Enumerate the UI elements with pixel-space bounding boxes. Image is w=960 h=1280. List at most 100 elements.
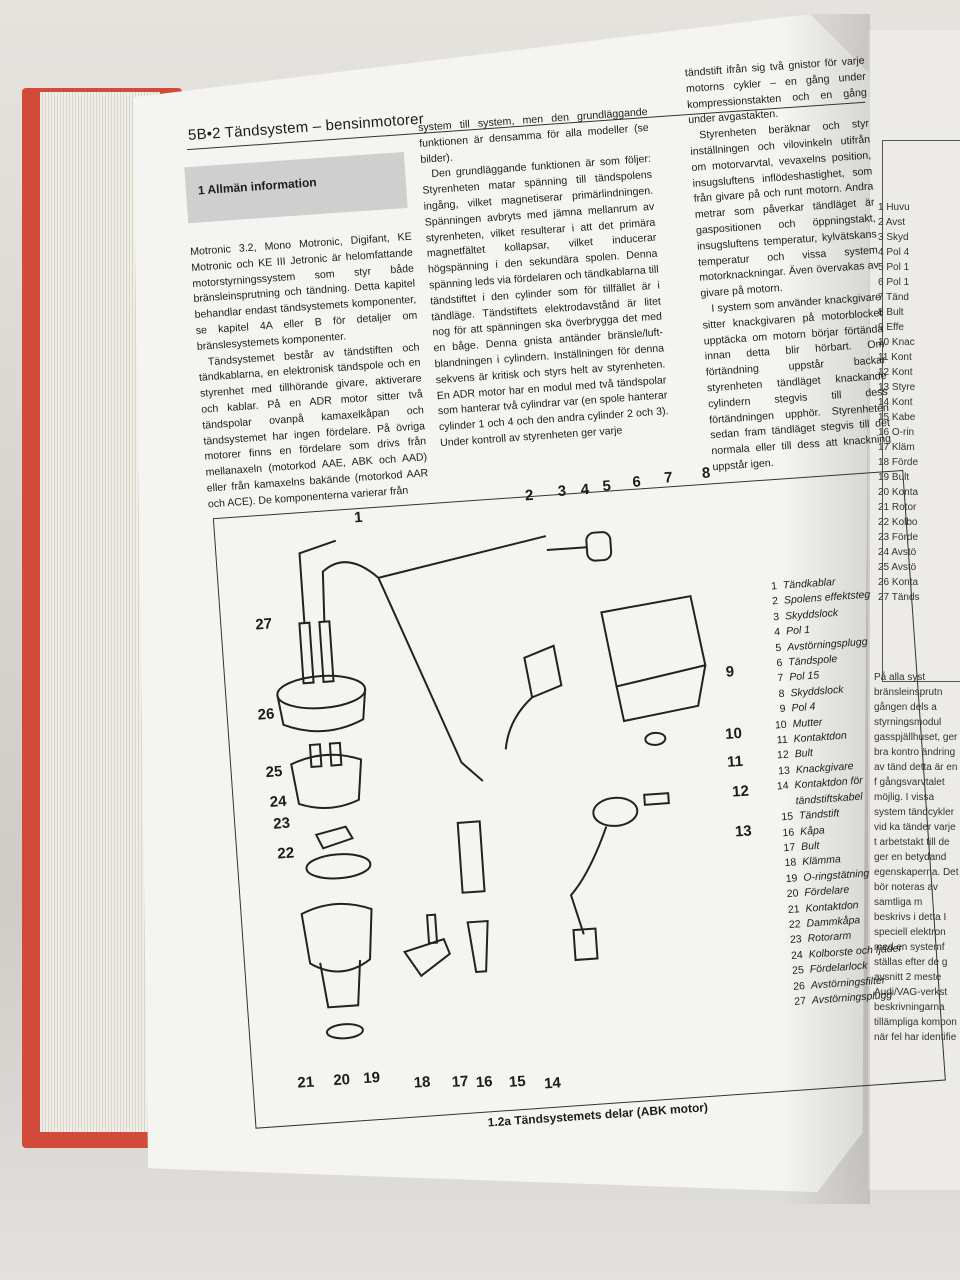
legend-number: 18 — [784, 856, 797, 870]
legend-number: 22 — [788, 918, 802, 931]
o-ring — [326, 1023, 364, 1040]
callout-6: 6 — [631, 473, 642, 491]
distributor-cap-top — [276, 674, 367, 710]
legend-label: Tändstift — [798, 807, 840, 823]
legend-number: 6 — [776, 656, 783, 670]
legend-number: 25 — [791, 964, 805, 978]
distributor-shaft — [319, 959, 362, 1009]
legend-number: 15 — [781, 810, 794, 824]
page-content: 5B•2 Tändsystem – bensinmotorer 1 Allmän… — [170, 0, 946, 1137]
page-gutter-shadow — [780, 14, 870, 1204]
right-page-list-item: 27 Tänds — [878, 592, 920, 603]
text-column-3: tändstift ifrån sig två gnistor för varj… — [684, 54, 892, 476]
legend-number: 1 — [770, 580, 778, 593]
connector — [523, 644, 563, 699]
right-page — [868, 30, 960, 1190]
paragraph: I system som använder knackgivare sitter… — [702, 291, 892, 474]
nut — [644, 731, 667, 746]
paragraph: Styrenheten beräknar och styr inställnin… — [690, 117, 880, 300]
paragraph: Tändsystemet består av tändstiften och t… — [198, 340, 429, 511]
callout-11: 11 — [726, 752, 744, 771]
callout-27: 27 — [254, 615, 273, 634]
legend-label: Kåpa — [799, 823, 826, 838]
coil-lead — [378, 535, 547, 579]
ignition-lead — [298, 539, 337, 624]
callout-5: 5 — [601, 477, 612, 495]
callout-17: 17 — [451, 1072, 470, 1091]
callout-1: 1 — [353, 508, 364, 527]
distributor-cap-body — [276, 688, 367, 733]
right-page-list-item: 13 Styre — [878, 382, 916, 393]
exploded-diagram: 1 2 3 4 5 6 7 8 9 10 11 12 13 14 15 16 1… — [212, 464, 946, 1129]
right-page-paragraph: På alla syst bränsleinsprutn gången dels… — [874, 672, 959, 1043]
legend-number: 21 — [787, 902, 800, 916]
coil-lead — [546, 546, 587, 551]
callout-20: 20 — [332, 1071, 351, 1090]
right-page-list-item: 15 Kabe — [878, 412, 916, 423]
suppression-plug — [318, 620, 335, 683]
right-page-list-item: 6 Pol 1 — [878, 277, 910, 288]
legend-number: 10 — [774, 718, 788, 732]
legend-number: 24 — [790, 948, 804, 962]
legend-number: 26 — [792, 979, 806, 993]
legend-label: Pol 4 — [791, 700, 816, 715]
callout-3: 3 — [557, 482, 567, 501]
right-page-list-item: 8 Bult — [878, 307, 904, 318]
legend-number: 7 — [777, 672, 784, 685]
knock-sensor-cable — [569, 826, 608, 935]
diagram-drawing — [276, 531, 707, 1040]
legend-number: 23 — [789, 933, 803, 947]
right-page-list-item: 17 Kläm — [878, 442, 915, 453]
callout-23: 23 — [272, 814, 291, 833]
callout-9: 9 — [725, 663, 735, 681]
callout-26: 26 — [257, 705, 275, 724]
legend-number: 5 — [775, 641, 782, 654]
ignition-lead — [321, 561, 484, 782]
legend-label: Bult — [800, 839, 820, 853]
lid-tower — [308, 743, 323, 769]
right-page-list-item: 1 Huvu — [878, 202, 910, 213]
bolt — [643, 792, 670, 806]
legend-number: 13 — [777, 764, 791, 778]
callout-25: 25 — [265, 763, 283, 782]
spark-plug — [466, 919, 489, 974]
right-page-list-item: 22 Kolbo — [878, 517, 918, 528]
paragraph: Motronic 3.2, Mono Motronic, Digifant, K… — [189, 230, 418, 353]
distributor-lid — [290, 753, 363, 809]
callout-18: 18 — [413, 1073, 431, 1092]
legend-number: 4 — [773, 626, 781, 639]
callout-13: 13 — [734, 822, 753, 841]
legend-number: 9 — [779, 703, 786, 716]
legend-number: 27 — [793, 995, 807, 1008]
page-header: 5B•2 Tändsystem – bensinmotorer — [187, 110, 425, 144]
callout-21: 21 — [296, 1073, 315, 1092]
text-column-2: system till system, men den grundläggand… — [418, 105, 671, 452]
callout-8: 8 — [701, 464, 711, 482]
ignition-coil-base — [615, 665, 707, 723]
lid-tower — [328, 741, 343, 767]
knock-sensor-plug — [572, 927, 599, 962]
right-page-list-item: 14 Kont — [878, 397, 913, 408]
suppression-plug — [585, 531, 613, 562]
right-page-list-item: 11 Kont — [878, 352, 912, 363]
right-page-list-item: 20 Konta — [878, 487, 919, 498]
ignition-coil — [600, 594, 707, 688]
callout-16: 16 — [475, 1073, 494, 1092]
legend-number: 2 — [771, 595, 779, 608]
right-page-list-item: 16 O-rin — [878, 427, 915, 438]
legend-number: 12 — [776, 749, 790, 762]
callout-19: 19 — [362, 1068, 381, 1088]
callout-22: 22 — [276, 844, 295, 863]
legend-number: 16 — [782, 825, 795, 839]
rotor-arm — [314, 825, 355, 850]
right-page-list-item: 2 Avst — [878, 217, 906, 228]
callout-2: 2 — [524, 486, 534, 505]
right-page-list-item: 24 Avstö — [878, 547, 917, 558]
plug-connector — [456, 820, 486, 894]
callout-15: 15 — [508, 1072, 527, 1091]
callout-24: 24 — [269, 792, 288, 811]
right-page-list-item: 19 Bult — [878, 472, 910, 483]
legend-number: 14 — [776, 780, 790, 793]
